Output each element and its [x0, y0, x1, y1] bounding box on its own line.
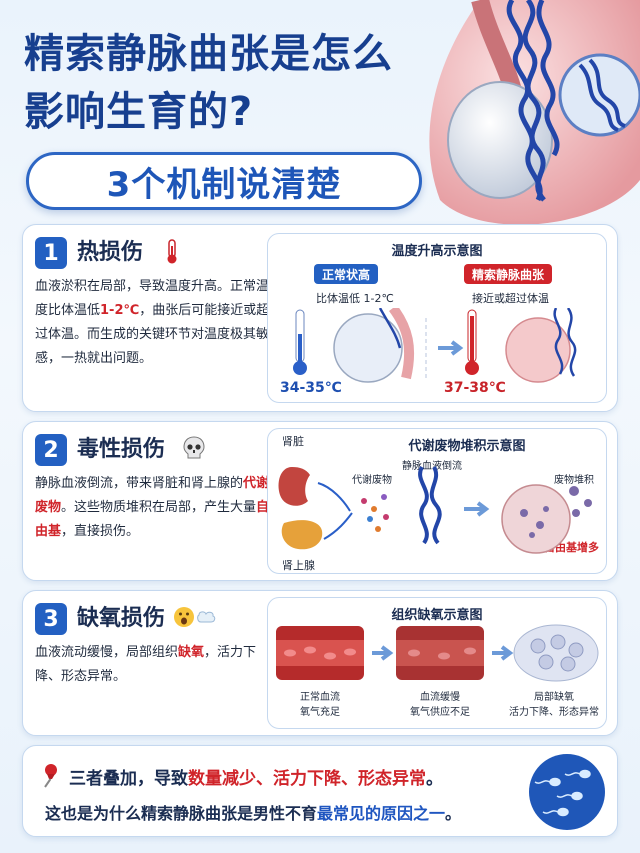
section-body: 静脉血液倒流，带来肾脏和肾上腺的代谢废物。这些物质堆积在局部，产生大量自由基，直… — [35, 476, 270, 539]
varicose-temp: 37-38℃ — [444, 380, 506, 396]
summary-box: 三者叠加，导致数量减少、活力下降、形态异常。 这也是为什么精索静脉曲张是男性不育… — [22, 745, 618, 837]
surprised-face-icon — [174, 607, 216, 627]
varicose-tag: 精索静脉曲张 — [464, 264, 553, 284]
section-hypoxia-damage: 3 缺氧损伤 血液流动缓慢，局部组织缺氧，活力下降、形态异常。 组织缺氧示意图 … — [22, 590, 618, 736]
subtitle-text: 3个机制说清楚 — [106, 164, 342, 205]
hypoxia-step: 局部缺氧 活力下降、形态异常 — [509, 692, 599, 718]
section-toxic-damage: 2 毒性损伤 静脉血液倒流，带来肾脏和肾上腺的代谢废物。这些物质堆积在局部，产生… — [22, 421, 618, 581]
waste-diagram: 代谢废物堆积示意图 肾脏 代谢废物 静脉血液倒流 废物堆积 肾上腺 自由基增多 — [267, 428, 607, 574]
hypoxia-step: 正常血流 氧气充足 — [300, 692, 340, 718]
section-title: 热损伤 — [77, 240, 144, 265]
hero-illustration — [429, 0, 640, 225]
page-title: 精索静脉曲张是怎么 影响生育的? — [24, 26, 434, 140]
kidney-label: 肾脏 — [282, 435, 304, 448]
varicose-desc: 接近或超过体温 — [472, 292, 549, 305]
hypoxia-illustration — [276, 624, 599, 682]
adrenal-label: 肾上腺 — [282, 559, 315, 572]
temperature-diagram: 温度升高示意图 正常状高 比体温低 1-2℃ 精索静脉曲张 接近或超过体温 34… — [267, 233, 607, 403]
title-line-2: 影响生育的? — [24, 89, 254, 135]
normal-desc: 比体温低 1-2℃ — [316, 292, 394, 305]
section-number: 3 — [35, 603, 67, 635]
subtitle-pill: 3个机制说清楚 — [26, 152, 422, 210]
normal-tag: 正常状高 — [314, 264, 379, 284]
section-heat-damage: 1 热损伤 血液淤积在局部，导致温度升高。正常温度比体温低1-2℃，曲张后可能接… — [22, 224, 618, 412]
diagram-title: 代谢废物堆积示意图 — [408, 439, 526, 454]
thermometer-icon — [167, 239, 177, 264]
reflux-label: 静脉血液倒流 — [402, 461, 462, 472]
section-title: 缺氧损伤 — [77, 606, 166, 631]
normal-temp: 34-35℃ — [280, 380, 342, 396]
section-number: 2 — [35, 434, 67, 466]
summary-line-2: 这也是为什么精索静脉曲张是男性不育最常见的原因之一。 — [45, 804, 462, 823]
hypoxia-diagram: 组织缺氧示意图 正常血流 氧气充足 血流缓慢 氧气供应不足 局部缺氧 活力下降、… — [267, 597, 607, 729]
diagram-title: 温度升高示意图 — [391, 244, 483, 259]
section-body: 血液淤积在局部，导致温度升高。正常温度比体温低1-2℃，曲张后可能接近或超过体温… — [35, 279, 270, 366]
section-number: 1 — [35, 237, 67, 269]
summary-line-1: 三者叠加，导致数量减少、活力下降、形态异常。 — [69, 769, 443, 789]
skull-icon — [183, 436, 205, 459]
waste-label: 代谢废物 — [352, 475, 392, 486]
section-body: 血液流动缓慢，局部组织缺氧，活力下降、形态异常。 — [35, 645, 257, 684]
sperm-illustration — [529, 754, 605, 830]
hypoxia-step: 血流缓慢 氧气供应不足 — [410, 692, 470, 718]
section-title: 毒性损伤 — [77, 437, 166, 462]
diagram-title: 组织缺氧示意图 — [391, 608, 483, 623]
temperature-illustration — [293, 308, 577, 383]
waste-illustration — [278, 466, 592, 554]
accumulation-label: 废物堆积 — [554, 475, 594, 486]
title-line-1: 精索静脉曲张是怎么 — [24, 31, 393, 77]
pushpin-icon — [44, 764, 57, 788]
